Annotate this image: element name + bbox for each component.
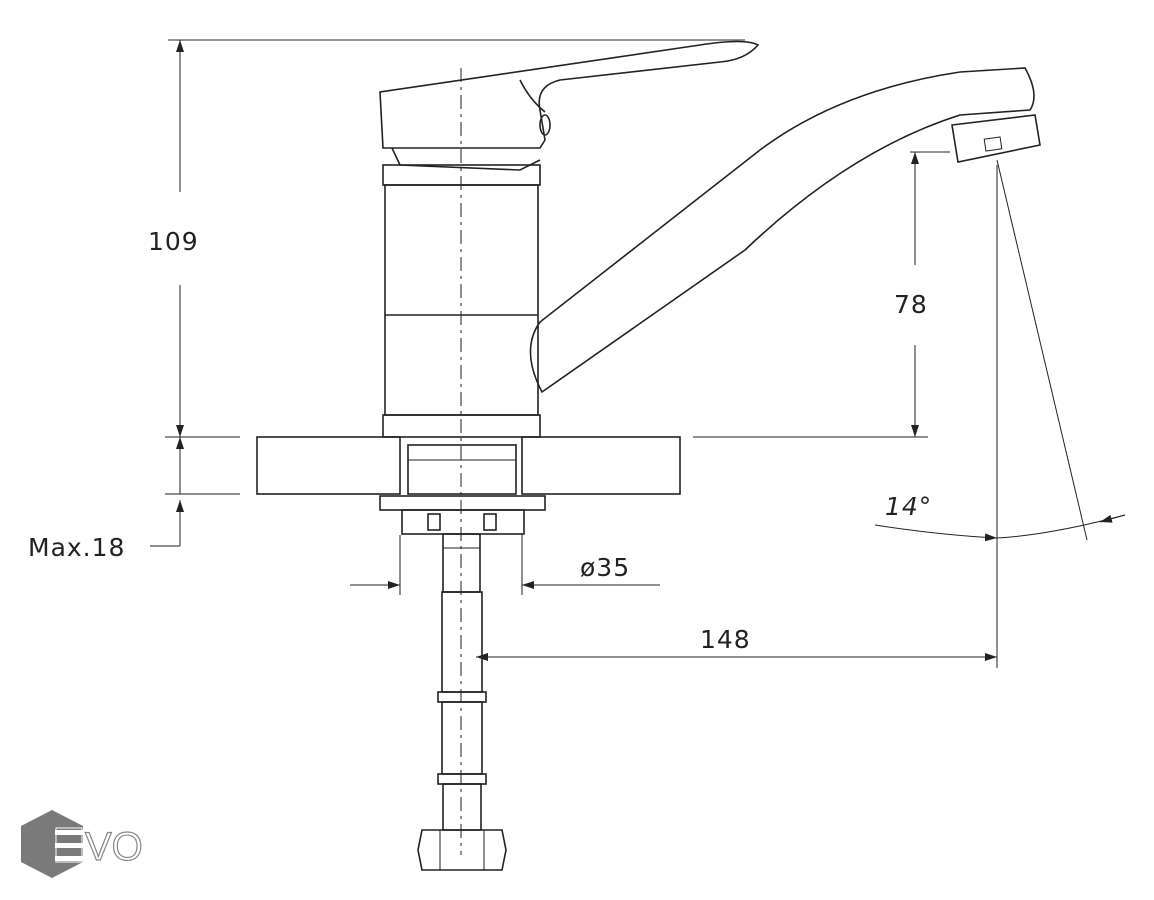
mounting-hardware <box>379 495 546 593</box>
angle-dimension: 14° <box>874 159 1126 542</box>
max-thickness-dimension: Max.18 <box>28 437 184 562</box>
max-thickness-label: Max.18 <box>28 533 125 562</box>
spout-height-dimension: 78 <box>894 151 950 437</box>
supply-hose <box>417 591 507 871</box>
height-dimension: 109 <box>148 39 745 437</box>
spout-height-label: 78 <box>894 290 928 319</box>
spout <box>529 67 1041 394</box>
angle-label: 14° <box>885 492 932 521</box>
height-label: 109 <box>148 227 199 256</box>
countertop <box>165 436 928 495</box>
reach-dimension: 148 <box>476 165 998 668</box>
evo-logo: VO <box>21 810 143 878</box>
logo-text: VO <box>85 825 143 869</box>
faucet-body <box>379 40 760 438</box>
diameter-label: ø35 <box>580 553 630 582</box>
diameter-dimension: ø35 <box>350 535 660 595</box>
reach-label: 148 <box>700 625 751 654</box>
